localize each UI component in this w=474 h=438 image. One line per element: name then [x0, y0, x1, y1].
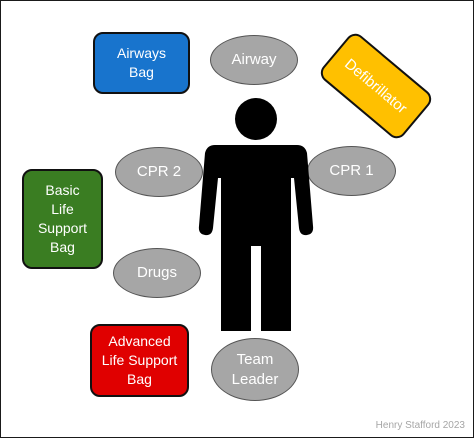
author-credit: Henry Stafford 2023: [375, 420, 465, 431]
person-icon: [198, 98, 314, 331]
airways-bag-box: Airways Bag: [93, 32, 190, 94]
team-leader-role: Team Leader: [211, 338, 299, 401]
cpr-2-role: CPR 2: [115, 147, 203, 197]
drugs-role: Drugs: [113, 248, 201, 298]
basic-life-support-bag-box: Basic Life Support Bag: [22, 169, 103, 269]
person-body: [198, 145, 314, 331]
advanced-life-support-bag-box: Advanced Life Support Bag: [90, 324, 189, 397]
person-head: [235, 98, 277, 140]
defibrillator-box: Defibrillator: [316, 29, 436, 143]
cpr-1-role: CPR 1: [307, 146, 396, 196]
airway-role: Airway: [210, 35, 298, 85]
